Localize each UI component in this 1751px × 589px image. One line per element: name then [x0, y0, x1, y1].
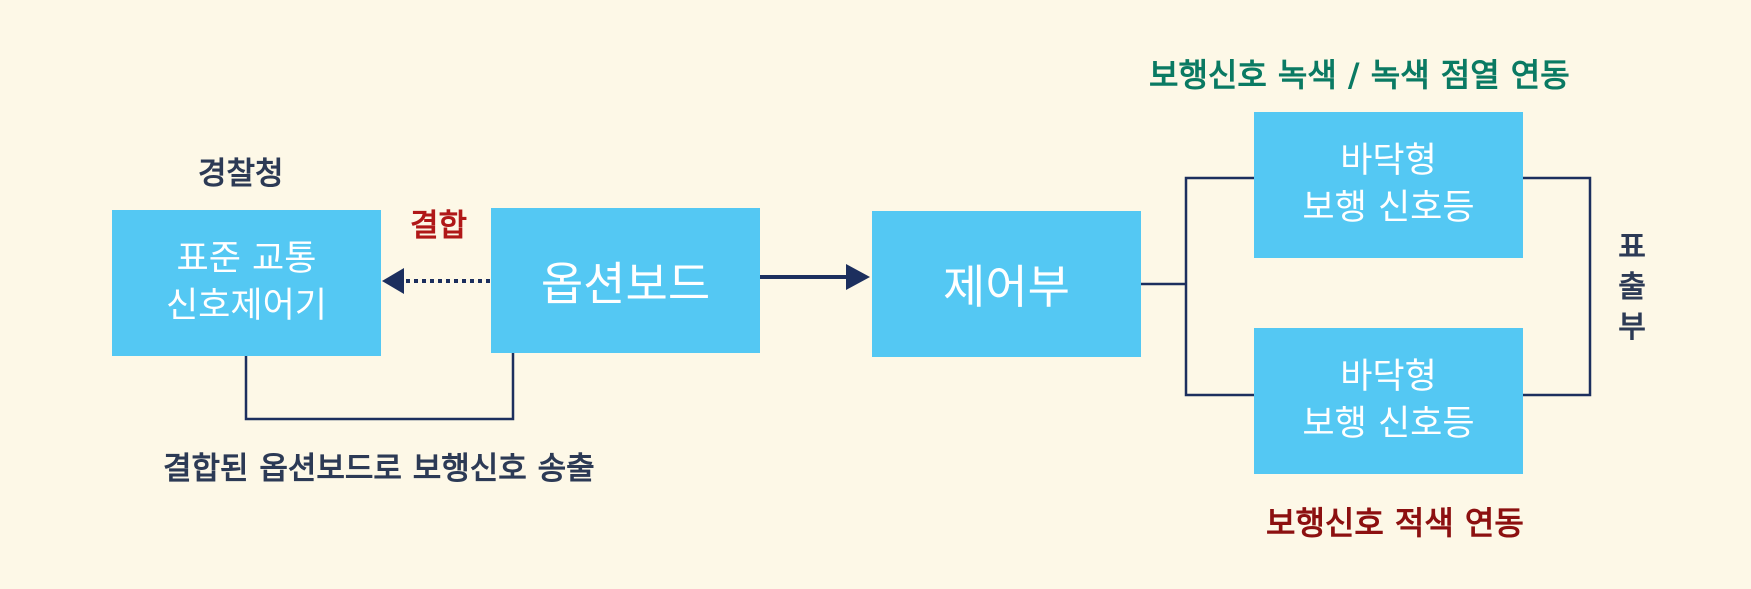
option-to-control-arrow-head — [846, 264, 870, 290]
red-sync-label: 보행신호 적색 연동 — [1266, 504, 1524, 542]
control-unit-label: 제어부 — [943, 260, 1070, 314]
display-unit-bracket — [1523, 176, 1592, 397]
floor-signal-top-line1: 바닥형 — [1340, 141, 1437, 181]
police-agency-label: 경찰청 — [198, 156, 284, 192]
floor-signal-top-box: 바닥형 보행 신호등 — [1254, 112, 1523, 258]
traffic-controller-line2: 신호제어기 — [165, 286, 327, 326]
option-board-box: 옵션보드 — [491, 208, 760, 353]
coupling-arrow-head — [382, 268, 404, 294]
coupling-label: 결합 — [410, 208, 468, 244]
green-sync-label: 보행신호 녹색 / 녹색 점열 연동 — [1149, 56, 1570, 94]
floor-signal-bottom-box: 바닥형 보행 신호등 — [1254, 328, 1523, 474]
floor-signal-top-line2: 보행 신호등 — [1302, 188, 1475, 228]
display-unit-char-1: 표 — [1618, 230, 1646, 265]
display-unit-label: 표 출 부 — [1614, 228, 1650, 348]
traffic-controller-line1: 표준 교통 — [176, 239, 317, 279]
control-branch-vertical — [1184, 176, 1254, 397]
transmit-note-label: 결합된 옵션보드로 보행신호 송출 — [163, 451, 595, 487]
display-unit-char-3: 부 — [1618, 310, 1646, 345]
traffic-controller-box: 표준 교통 신호제어기 — [112, 210, 381, 356]
floor-signal-bottom-line1: 바닥형 — [1340, 357, 1437, 397]
floor-signal-bottom-line2: 보행 신호등 — [1302, 404, 1475, 444]
display-unit-char-2: 출 — [1618, 270, 1646, 305]
control-unit-box: 제어부 — [872, 211, 1141, 357]
option-board-label: 옵션보드 — [540, 256, 711, 311]
transmit-return-line — [244, 352, 515, 421]
